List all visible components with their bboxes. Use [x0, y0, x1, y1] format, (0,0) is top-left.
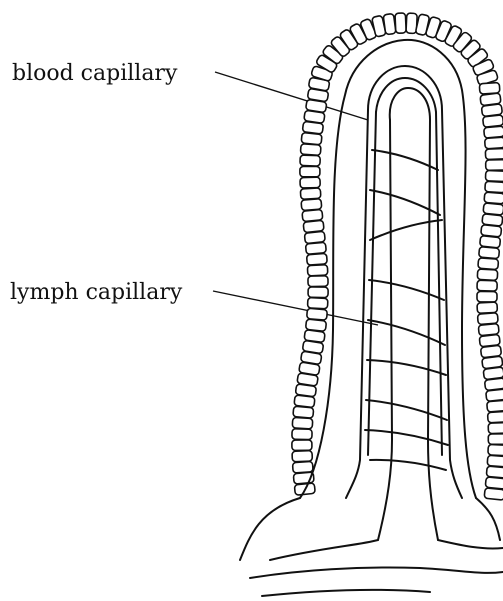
epithelial-cell [485, 148, 503, 159]
blood-capillary-label: blood capillary [12, 61, 178, 86]
epithelial-cell [486, 389, 503, 401]
epithelial-cell [308, 287, 328, 298]
epithelial-cell [292, 451, 312, 462]
submucosa-lines [240, 498, 503, 596]
epithelial-cell [308, 276, 328, 287]
epithelial-cell [292, 440, 312, 451]
epithelial-cell [485, 181, 503, 193]
epithelial-cell [477, 302, 498, 313]
epithelial-cell [300, 166, 320, 176]
epithelial-cell [478, 323, 499, 335]
capillary-crosslink [368, 320, 445, 345]
epithelial-cell [486, 160, 503, 171]
epithelial-cell [488, 434, 503, 445]
epithelial-cell [488, 423, 503, 434]
lymph-capillary-duct [390, 88, 438, 540]
epithelial-cell [479, 82, 500, 94]
epithelial-cell [484, 192, 503, 204]
epithelial-cell [395, 13, 406, 33]
epithelial-cell [292, 429, 312, 440]
epithelial-cell [301, 199, 322, 211]
epithelial-cell [487, 400, 503, 412]
epithelial-cell [300, 177, 320, 188]
epithelial-cell [307, 253, 328, 265]
epithelial-cell [292, 417, 313, 429]
epithelial-cell [478, 258, 499, 270]
epithelial-cell [477, 269, 498, 280]
capillary-crosslink [365, 430, 448, 445]
epithelial-cell [477, 280, 497, 291]
lymph-capillary-label: lymph capillary [10, 280, 183, 305]
blood-capillary-crosslinks [365, 150, 448, 470]
epithelial-cell [300, 144, 321, 156]
epithelial-cell [483, 115, 503, 127]
epithelial-cell [307, 308, 328, 320]
epithelial-cell [302, 209, 323, 221]
epithelial-cell [485, 477, 503, 489]
epithelial-cell [477, 313, 498, 325]
capillary-crosslink [370, 460, 446, 470]
lymph-capillary-leader [213, 291, 378, 325]
capillary-crosslink [366, 400, 447, 420]
epithelial-cell [484, 488, 503, 500]
epithelial-cell [485, 137, 503, 149]
epithelial-cell [307, 265, 327, 276]
capillary-crosslink [369, 280, 444, 300]
capillary-crosslink [370, 220, 442, 240]
epithelial-cell [479, 247, 500, 259]
epithelial-cell [488, 411, 503, 423]
epithelial-cell [486, 466, 503, 478]
epithelial-cell [488, 444, 503, 455]
epithelial-cell [383, 14, 396, 35]
epithelial-cell [487, 455, 503, 467]
epithelial-cell [484, 126, 503, 138]
epithelial-cell [300, 188, 321, 200]
epithelial-cell [307, 298, 327, 309]
epithelial-cell [485, 170, 503, 181]
epithelial-cell [484, 378, 503, 391]
epithelial-cell [292, 461, 313, 473]
epithelial-cell [477, 291, 497, 301]
capillary-crosslink [372, 150, 438, 170]
epithelial-cell [306, 319, 327, 331]
epithelial-cell [300, 155, 320, 166]
lymph-capillary-duct-left-wall [378, 120, 392, 540]
capillary-crosslink [367, 360, 446, 375]
